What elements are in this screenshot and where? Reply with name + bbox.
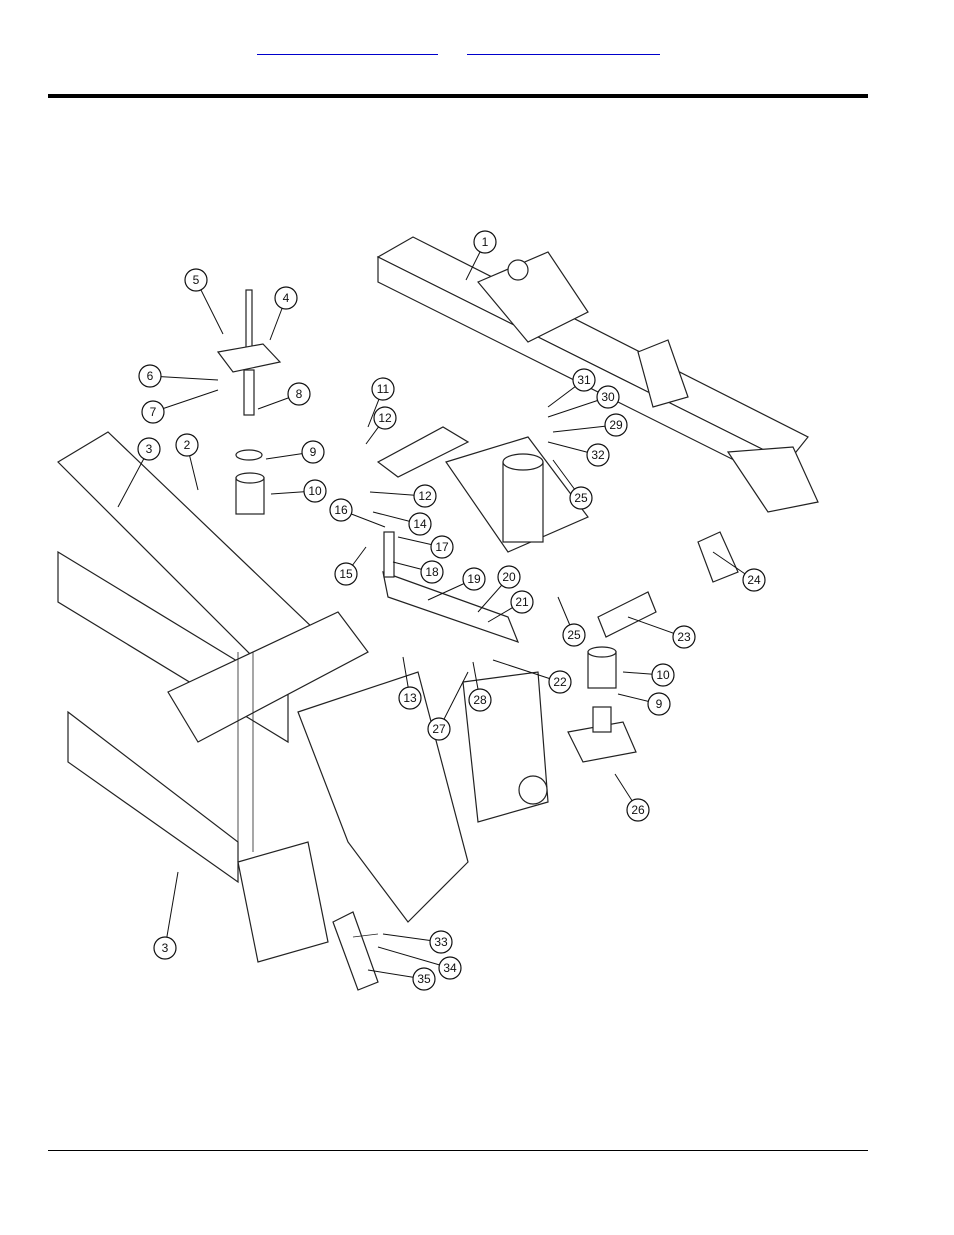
bottom-bracket xyxy=(333,912,378,990)
callout-number: 18 xyxy=(425,565,439,579)
callout-number: 5 xyxy=(193,273,200,287)
callout-25: 25 xyxy=(558,597,585,646)
callout-number: 29 xyxy=(609,418,623,432)
callout-number: 6 xyxy=(147,369,154,383)
callout-12: 12 xyxy=(366,407,396,444)
callout-number: 2 xyxy=(184,438,191,452)
exploded-view-drawing: 1234567891011121214151617181920212223242… xyxy=(48,222,838,997)
callout-7: 7 xyxy=(142,390,218,423)
callout-number: 19 xyxy=(467,572,481,586)
callout-number: 24 xyxy=(747,573,761,587)
callout-number: 7 xyxy=(150,405,157,419)
callout-number: 10 xyxy=(308,484,322,498)
callout-number: 27 xyxy=(432,722,446,736)
callout-number: 13 xyxy=(403,691,417,705)
header-link-right[interactable] xyxy=(467,40,660,55)
spring-assembly xyxy=(378,427,588,642)
right-shock-assembly xyxy=(568,532,738,762)
callout-33: 33 xyxy=(383,931,452,953)
callout-number: 23 xyxy=(677,630,691,644)
callout-29: 29 xyxy=(553,414,627,436)
callout-number: 26 xyxy=(631,803,645,817)
callout-3: 3 xyxy=(154,872,178,959)
callout-15: 15 xyxy=(335,547,366,585)
callout-number: 31 xyxy=(577,373,591,387)
callout-5: 5 xyxy=(185,269,223,334)
callout-35: 35 xyxy=(368,968,435,990)
callout-10: 10 xyxy=(623,664,674,686)
callout-number: 21 xyxy=(515,595,529,609)
callout-number: 22 xyxy=(553,675,567,689)
callout-number: 16 xyxy=(334,503,348,517)
callout-number: 11 xyxy=(377,382,390,396)
callout-number: 25 xyxy=(574,491,588,505)
callout-number: 30 xyxy=(601,390,615,404)
callout-number: 10 xyxy=(656,668,670,682)
callout-9: 9 xyxy=(266,441,324,463)
callout-number: 14 xyxy=(413,517,427,531)
callout-32: 32 xyxy=(548,442,609,466)
callout-2: 2 xyxy=(176,434,198,490)
callout-9: 9 xyxy=(618,693,670,715)
callout-number: 1 xyxy=(482,235,489,249)
callout-number: 3 xyxy=(162,941,169,955)
callout-number: 34 xyxy=(443,961,457,975)
callout-number: 25 xyxy=(567,628,581,642)
callout-number: 35 xyxy=(417,972,431,986)
callout-number: 12 xyxy=(418,489,432,503)
callout-number: 3 xyxy=(146,442,153,456)
callout-12: 12 xyxy=(370,485,436,507)
callout-14: 14 xyxy=(373,512,431,535)
callout-number: 28 xyxy=(473,693,487,707)
parts-diagram: 1234567891011121214151617181920212223242… xyxy=(48,222,838,997)
callout-number: 32 xyxy=(591,448,605,462)
callout-8: 8 xyxy=(258,383,310,409)
callout-number: 17 xyxy=(435,540,449,554)
header-link-left[interactable] xyxy=(257,40,438,55)
callout-27: 27 xyxy=(428,672,468,740)
left-pivot-assembly xyxy=(218,290,280,514)
callout-4: 4 xyxy=(270,287,297,340)
callout-number: 12 xyxy=(378,411,392,425)
callout-23: 23 xyxy=(628,617,695,648)
callout-number: 9 xyxy=(310,445,317,459)
callout-number: 33 xyxy=(434,935,448,949)
callout-number: 4 xyxy=(283,291,290,305)
header-rule xyxy=(48,94,868,98)
callout-6: 6 xyxy=(139,365,218,387)
callout-26: 26 xyxy=(615,774,649,821)
callout-10: 10 xyxy=(271,480,326,502)
callout-number: 15 xyxy=(339,567,353,581)
callout-number: 8 xyxy=(296,387,303,401)
footer-rule xyxy=(48,1150,868,1151)
callout-number: 20 xyxy=(502,570,516,584)
callout-number: 9 xyxy=(656,697,663,711)
callout-17: 17 xyxy=(398,536,453,558)
main-frame-arm xyxy=(378,237,818,512)
